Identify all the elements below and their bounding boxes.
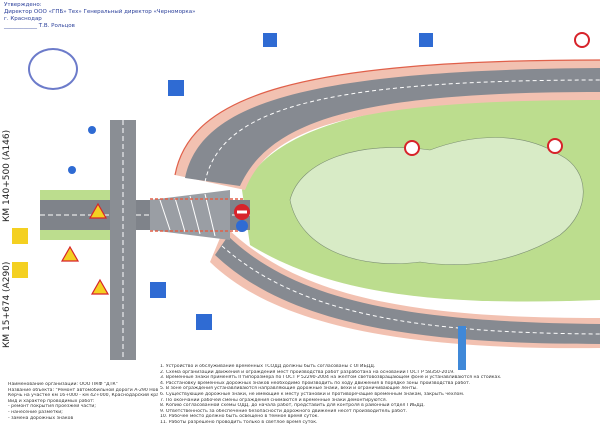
note-line: 1. Устройство и обслуживание временных Т… bbox=[160, 364, 376, 369]
upper-road-marking bbox=[204, 79, 600, 183]
note-line: Название объекта: "Ремонт автомобильной … bbox=[8, 387, 158, 393]
note-line: 2. Схема организации движения и огражден… bbox=[160, 369, 455, 375]
note-line: Наименование организации: ООО ПКФ "ДТК" bbox=[8, 382, 118, 387]
round-seal bbox=[28, 48, 78, 90]
note-line: 7. По окончании рабочей смены ограждения… bbox=[160, 397, 388, 403]
note-line: 8. Копию согласованной схемы ОДД, до нач… bbox=[160, 403, 425, 409]
stamp-line: г. Краснодар bbox=[4, 16, 42, 22]
traffic-light bbox=[88, 126, 96, 134]
note-line: 4. Расстановку временных дорожных знаков… bbox=[160, 380, 471, 386]
note-line: 3. Временные знаки применять II типоразм… bbox=[160, 375, 502, 381]
note-line: 11. Работы разрешено проводить только в … bbox=[160, 419, 318, 425]
speed-limit-sign bbox=[574, 32, 590, 48]
approval-stamp: Утверждено: Директор ООО «ГПБ» Тех» Гене… bbox=[4, 2, 196, 30]
upper-road bbox=[185, 68, 600, 186]
stamp-line: ____________ Т.В. Рольцов bbox=[4, 23, 75, 29]
note-line: - замена дорожных знаков bbox=[8, 415, 74, 421]
note-line: 9. Ответственность за обеспечение безопа… bbox=[160, 408, 408, 414]
gore-stripes bbox=[159, 193, 216, 237]
note-line: 10. Рабочее место должно быть освещено в… bbox=[160, 414, 319, 420]
info-sign-blue bbox=[196, 314, 212, 330]
km-label-top: КМ 140+500 (А146) bbox=[2, 129, 12, 222]
warning-sign bbox=[60, 245, 80, 262]
blue-strip bbox=[458, 326, 466, 370]
grass-strip bbox=[40, 190, 110, 200]
warning-sign bbox=[90, 278, 110, 295]
notes-right: 1. Устройство и обслуживание временных Т… bbox=[160, 364, 580, 426]
stamp-line: Директор ООО «ГПБ» Тех» Генеральный дире… bbox=[4, 9, 196, 15]
note-line: Вид и характер проводимых работ: bbox=[8, 398, 95, 404]
note-line: - ремонт покрытия проезжей части; bbox=[8, 404, 96, 410]
no-entry-sign bbox=[234, 204, 250, 220]
info-sign-blue bbox=[419, 33, 433, 47]
speed-limit-sign bbox=[547, 138, 563, 154]
warning-sign bbox=[88, 202, 108, 219]
gore-hatch bbox=[150, 190, 230, 240]
stamp-line: Утверждено: bbox=[4, 2, 42, 8]
traffic-light bbox=[68, 166, 76, 174]
yellow-sign bbox=[12, 262, 28, 278]
info-sign-blue bbox=[168, 80, 184, 96]
notes-left: Наименование организации: ООО ПКФ "ДТК" … bbox=[8, 382, 158, 421]
lower-road-marking bbox=[221, 245, 600, 335]
info-sign-blue bbox=[263, 33, 277, 47]
yellow-sign bbox=[12, 228, 28, 244]
note-line: 5. В зоне ограждения устанавливаются нап… bbox=[160, 386, 418, 392]
direction-sign-blue bbox=[236, 220, 248, 232]
info-sign-blue bbox=[150, 282, 166, 298]
inner-island bbox=[289, 137, 584, 265]
speed-limit-sign bbox=[404, 140, 420, 156]
note-line: - нанесение разметки; bbox=[8, 409, 63, 415]
upper-curb-red bbox=[174, 59, 600, 176]
km-label-bottom: КМ 15+674 (А290) bbox=[2, 261, 12, 348]
lower-verge bbox=[210, 226, 600, 349]
note-line: 6. Существующие дорожные знаки, не имеющ… bbox=[160, 391, 465, 397]
note-line: Керчь на участке км 16+000 - км 42+000, … bbox=[8, 393, 158, 399]
grass-strip bbox=[40, 230, 110, 240]
